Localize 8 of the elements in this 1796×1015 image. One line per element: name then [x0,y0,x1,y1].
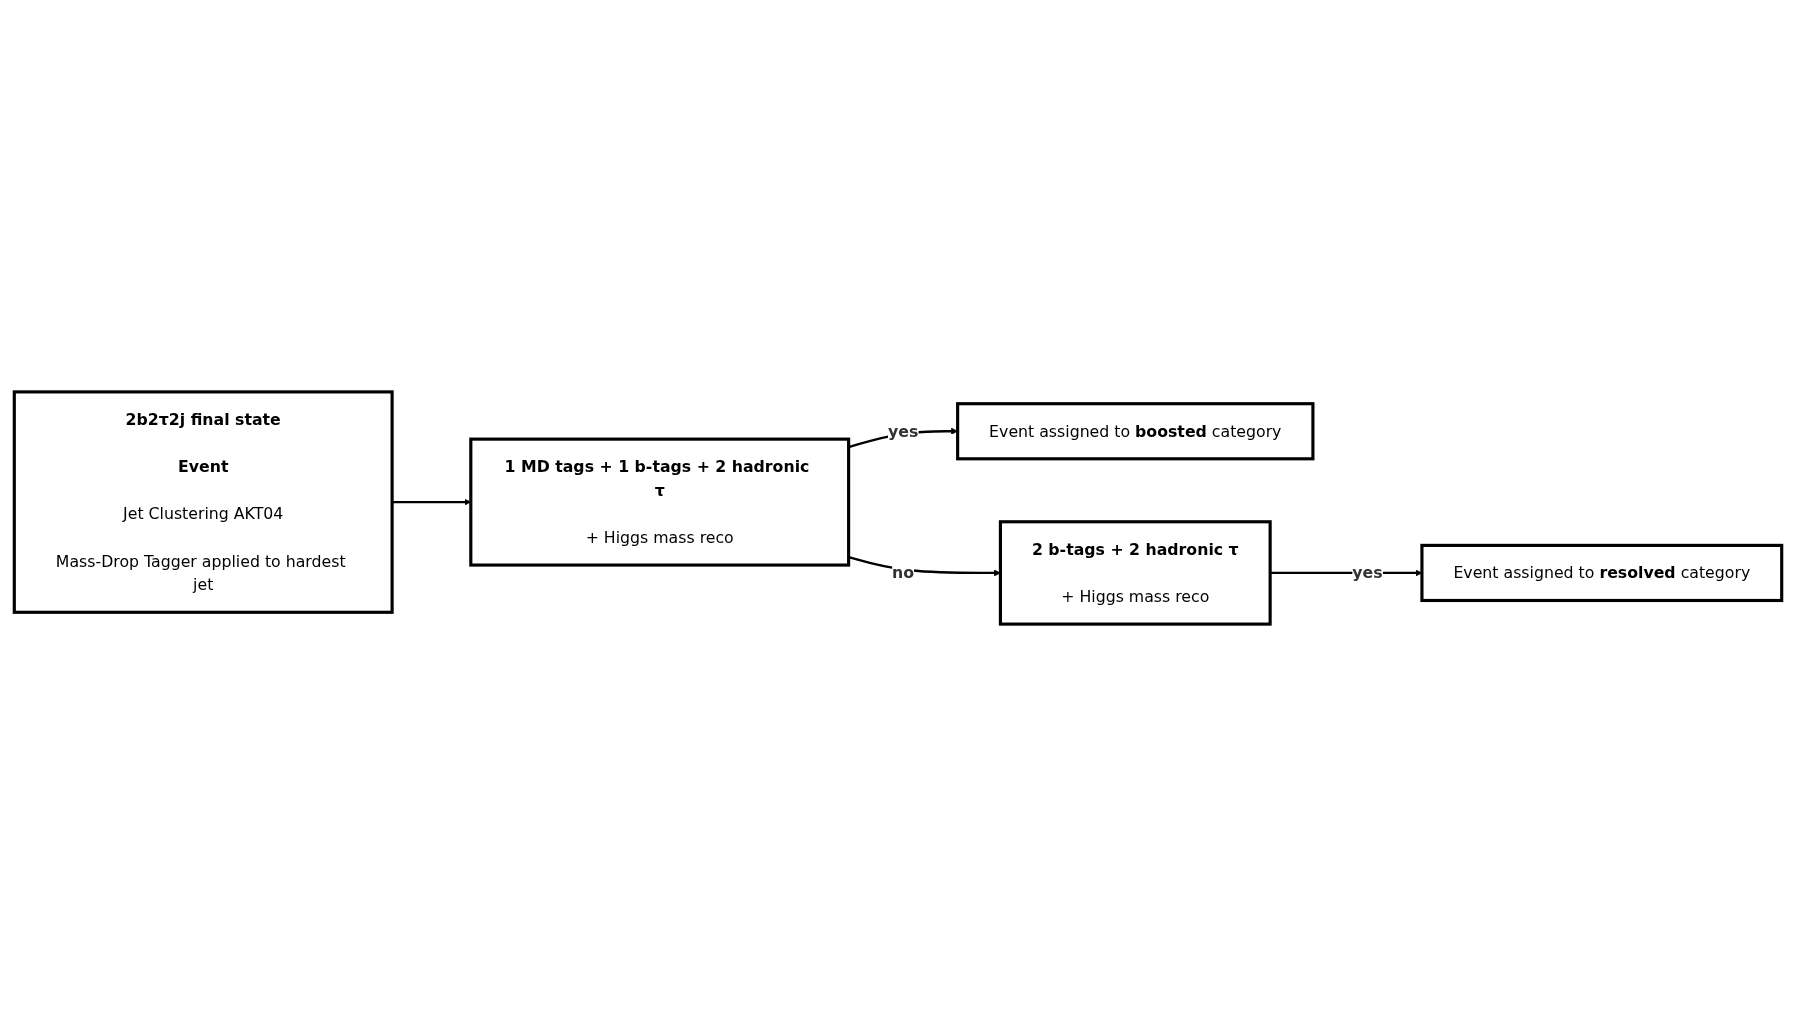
node-box: Event assigned to boosted category [956,401,1315,460]
node-box: Event assigned to resolved category [1420,543,1784,602]
node-box: 2 b-tags + 2 hadronic τ + Higgs mass reco [998,519,1272,626]
edge-label: yes [887,421,919,441]
edge-label: no [892,562,915,582]
node-box: 1 MD tags + 1 b-tags + 2 hadronic τ + Higgs mass reco [469,437,851,567]
node-box: 2b2τ2j final state Event Jet Clustering AKT04 Mass-Drop Tagger applied to hardest jet [12,389,394,614]
edge-label: yes [1352,562,1383,582]
